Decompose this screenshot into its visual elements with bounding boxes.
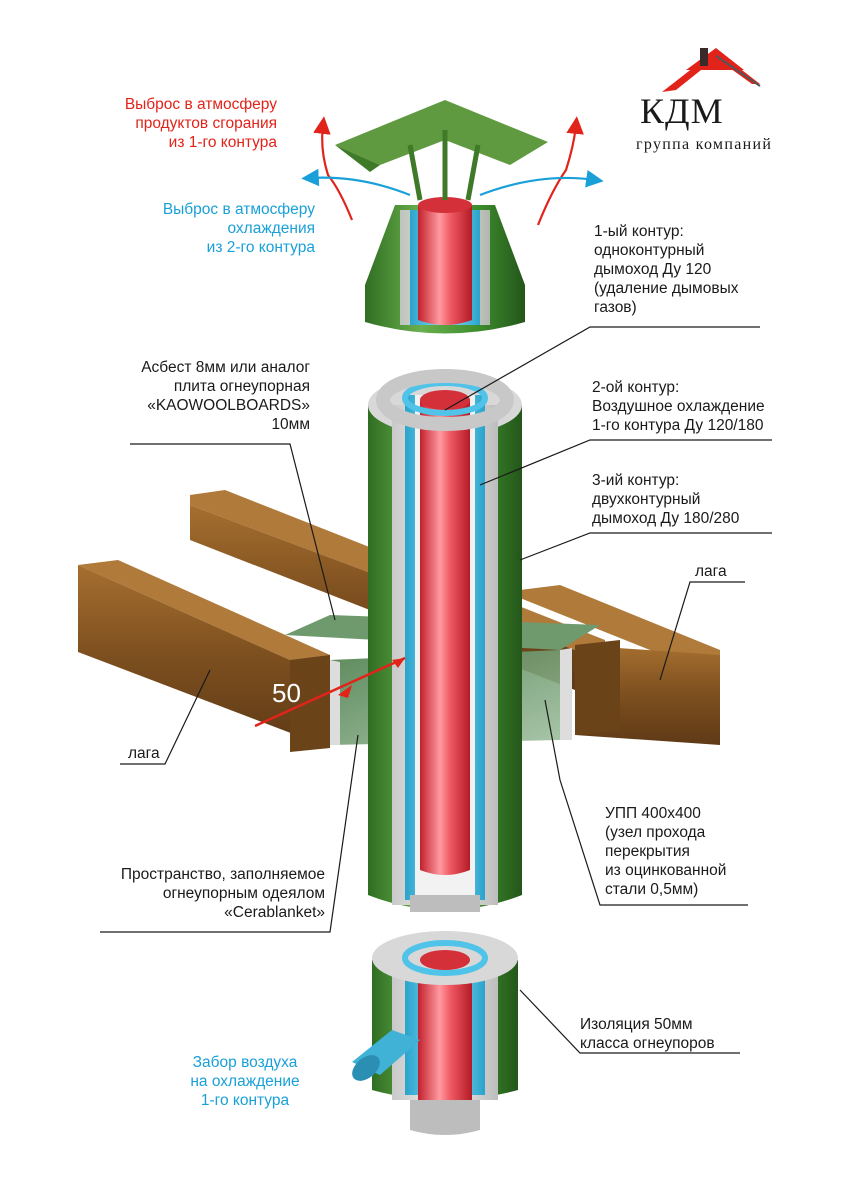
label-insulation: Изоляция 50мм класса огнеупоров <box>580 1016 715 1052</box>
label-air-intake: Забор воздуха на охлаждение 1-го контура <box>190 1054 300 1109</box>
label-cerablanket-space: Пространство, заполняемое огнеупорным од… <box>120 866 325 921</box>
exhaust-arrows <box>301 116 604 226</box>
leader-lines <box>100 326 772 1054</box>
label-exhaust-combustion: Выброс в атмосферу продуктов сгорания из… <box>124 96 277 151</box>
wood-beam-left <box>78 560 330 752</box>
label-joist-left: лага <box>128 745 160 762</box>
label-exhaust-cooling: Выброс в атмосферу охлаждения из 2-го ко… <box>162 201 315 256</box>
logo-subtitle: группа компаний <box>636 136 773 153</box>
label-contour-3: 3-ий контур: двухконтурный дымоход Ду 18… <box>592 472 740 527</box>
label-upp-unit: УПП 400х400 (узел прохода перекрытия из … <box>605 805 727 898</box>
logo-name: КДМ <box>640 91 724 131</box>
dimension-value: 50 <box>272 678 301 708</box>
top-section <box>335 100 548 334</box>
wood-beam-right <box>520 585 720 745</box>
label-asbestos-board: Асбест 8мм или аналог плита огнеупорная … <box>141 359 310 433</box>
label-contour-1: 1-ый контур: одноконтурный дымоход Ду 12… <box>594 223 739 316</box>
main-pipe <box>368 369 522 912</box>
label-contour-2: 2-ой контур: Воздушное охлаждение 1-го к… <box>592 379 765 434</box>
dimension-arrow <box>254 656 406 728</box>
label-joist-right: лага <box>695 563 727 580</box>
logo-roof-icon <box>662 48 761 92</box>
bottom-section <box>352 931 518 1135</box>
